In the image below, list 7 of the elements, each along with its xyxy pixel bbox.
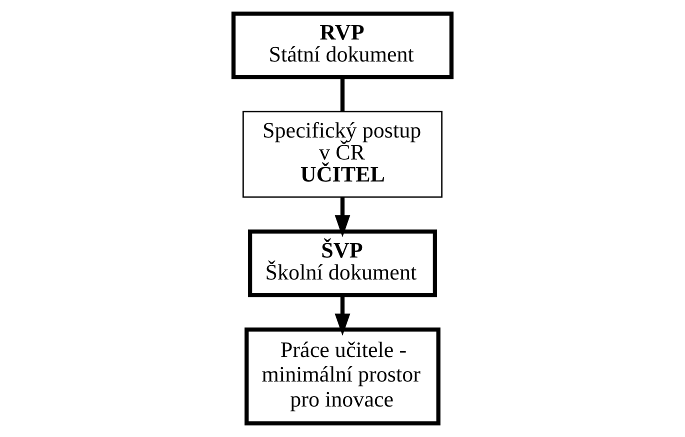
arrow (334, 295, 350, 336)
node-box: Práce učitele - minimální prostor pro inovace (244, 327, 440, 426)
connector (340, 77, 345, 112)
arrow (334, 197, 350, 238)
node-box: Specifický postup v ČR UČITEL (242, 110, 443, 198)
node-box: RVP Státní dokument (231, 12, 454, 80)
node-box: ŠVP Školní dokument (248, 230, 437, 298)
